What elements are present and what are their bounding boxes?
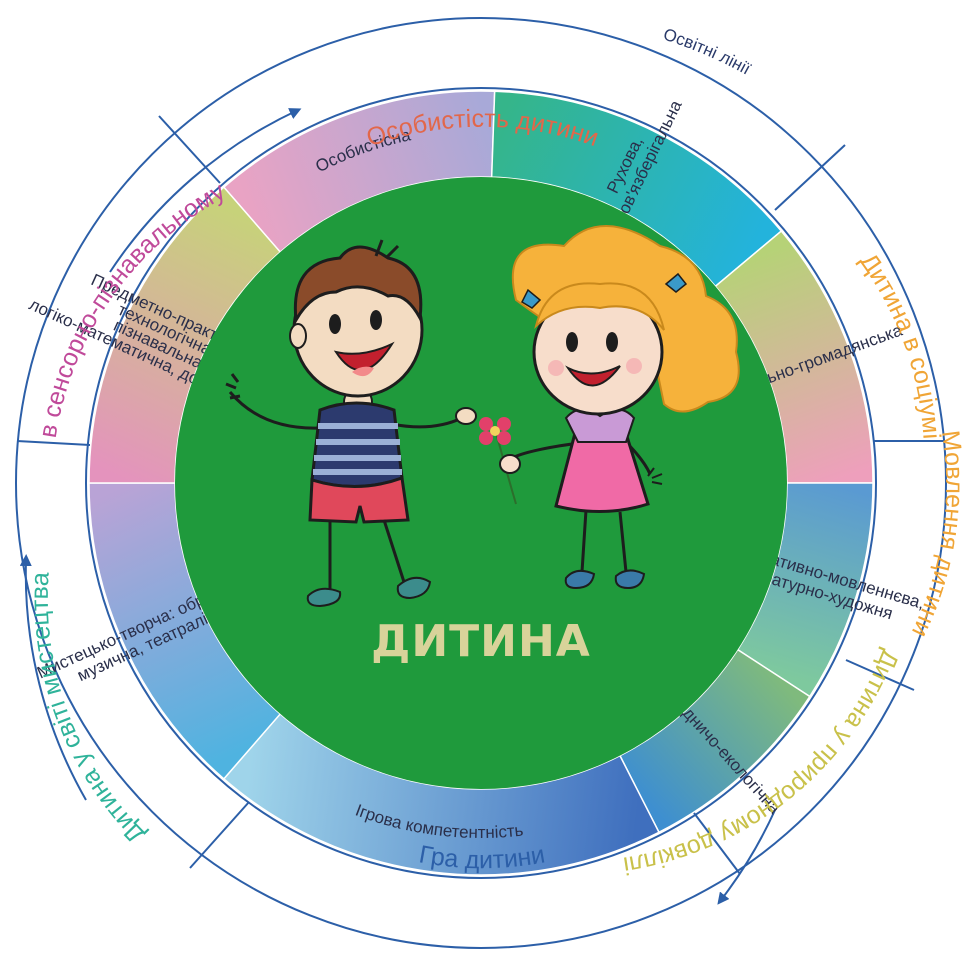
educational-lines-label-text: Освітні лінії — [661, 25, 754, 79]
flower — [479, 417, 517, 505]
direction-arrow — [717, 809, 776, 905]
ring-divider — [687, 804, 741, 875]
direction-arrow — [19, 554, 87, 801]
children-illustration — [225, 225, 740, 608]
ring-divider — [158, 115, 221, 184]
ring-divider — [845, 659, 915, 691]
direction-arrow — [109, 108, 302, 273]
center-title: ДИТИНА — [371, 616, 591, 667]
ring-divider — [16, 440, 91, 446]
ring-divider — [189, 801, 250, 869]
boy-figure — [225, 239, 477, 608]
educational-lines-label: Освітні лінії — [661, 25, 754, 79]
outer-ring — [15, 17, 947, 949]
girl-figure — [499, 225, 740, 590]
ring-divider — [774, 144, 846, 211]
